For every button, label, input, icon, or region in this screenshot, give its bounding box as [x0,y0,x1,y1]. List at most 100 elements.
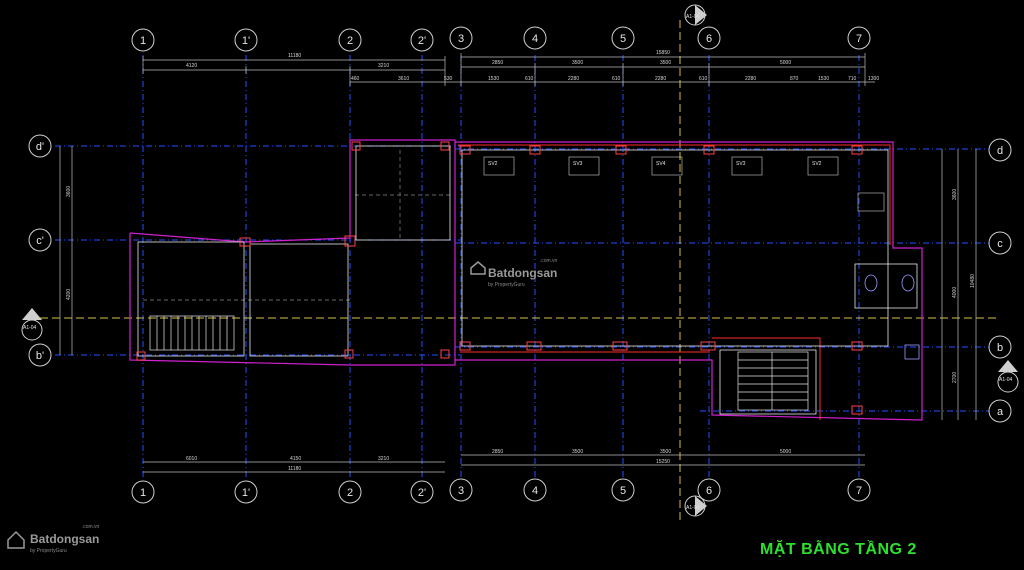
dim-text: 4000 [952,287,958,298]
grid-label: 4 [532,485,538,497]
grid-bubble-top-4 [523,26,547,50]
column [526,341,542,351]
section-lines [28,20,1000,520]
toilet-icon [901,274,915,292]
room-left [137,241,245,357]
grid-label: 2 [347,35,353,47]
grid-bubble-top-1 [131,28,155,52]
grid-bubble-bot-1p [234,480,258,504]
column [529,145,541,155]
dim-text: 1530 [488,76,499,82]
dim-text: 2280 [745,76,756,82]
section-mark-label: A1-04 [999,377,1013,383]
dim-text: 3500 [660,449,671,455]
section-marks: A1-04 A1-04 A1-04 A1-04 [21,4,1019,517]
grid-label: c' [36,235,44,247]
dim-text: 15850 [656,50,670,56]
grid-label: 1 [140,35,146,47]
wall-red-outer [458,144,891,245]
window-label: SV2 [812,161,822,167]
dim-text: 3610 [398,76,409,82]
dim-text: 2850 [492,449,503,455]
section-arrow-icon [695,5,707,25]
grid-label: a [997,406,1004,418]
window-label: SV4 [656,161,666,167]
toilet-icon [864,274,878,292]
dim-text: 11180 [288,466,301,472]
hidden-lines [143,150,450,301]
walls-red [458,144,891,420]
grid-bubble-top-2p [410,28,434,52]
column [612,341,628,351]
dim-text: 4150 [290,456,301,462]
dim-text: 3210 [378,456,389,462]
section-mark-label: A1-04 [23,325,37,331]
dim-text: 3600 [66,186,72,197]
dim-text: 610 [612,76,621,82]
columns [136,141,863,415]
grid-label: c [997,238,1003,250]
grid-label: 2 [347,487,353,499]
column [459,341,471,351]
column [615,145,627,155]
room-main [461,149,889,347]
watermark-tld: .com.vn [539,258,558,264]
grid-label: 7 [856,485,862,497]
watermark-icons [7,261,486,549]
dimension-ticks [142,53,866,86]
watermark-name: Batdongsan [488,266,558,280]
dim-text: 460 [351,76,360,82]
grid-bubble-bot-3 [449,478,473,502]
grid-label: 1 [140,487,146,499]
grid-label: d [997,145,1003,157]
column [700,341,716,351]
column [459,145,471,155]
grid-label: 5 [620,485,626,497]
grid-bubble-left-cp [28,228,52,252]
stair-right-box [737,351,809,411]
dim-text: 3210 [378,63,389,69]
drawing-title: MẶT BẰNG TẦNG 2 [760,541,917,558]
column [344,235,356,247]
room-center-left [249,243,349,357]
dim-text: 610 [525,76,534,82]
grid-bubble-top-6 [697,26,721,50]
grid-lines [55,55,990,480]
column [440,349,450,359]
window-labels: SV2 SV3 SV4 SV3 SV2 [488,161,822,167]
watermark-corner: .com.vn Batdongsan by PropertyGuru [30,524,99,554]
batdongsan-logo-icon [470,261,486,275]
dim-text: 870 [790,76,799,82]
dim-text: 2700 [952,372,958,383]
dim-text: 10480 [970,274,976,288]
grid-label: 6 [706,485,712,497]
grid-label: 3 [458,33,464,45]
grid-bubble-bot-1 [131,480,155,504]
dim-text: 4200 [66,289,72,300]
walls-magenta [129,139,923,421]
watermark-sub: by PropertyGuru [488,282,525,288]
grid-bubble-bot-5 [611,478,635,502]
grid-bubble-right-c [988,231,1012,255]
window-box [857,192,885,212]
dim-text: 2280 [568,76,579,82]
dim-text: 1530 [818,76,829,82]
dim-text: 2850 [492,60,503,66]
grid-bubble-bot-6 [697,478,721,502]
dim-text: 4120 [186,63,197,69]
window-label: SV3 [573,161,583,167]
dim-text: 3500 [572,449,583,455]
window-box [731,156,763,176]
section-mark-label: A1-04 [686,505,700,511]
grid-bubble-right-b [988,335,1012,359]
dim-text: 2280 [655,76,666,82]
wc-fixtures [864,274,920,360]
column [440,141,450,151]
grid-bubble-left-dp [28,134,52,158]
grid-bubble-bot-7 [847,478,871,502]
dimension-texts: 11180 4120 3210 460 3610 15850 2850 3500… [66,50,976,472]
dim-text: 610 [699,76,708,82]
grid-bubble-right-d [988,138,1012,162]
column [239,237,251,247]
